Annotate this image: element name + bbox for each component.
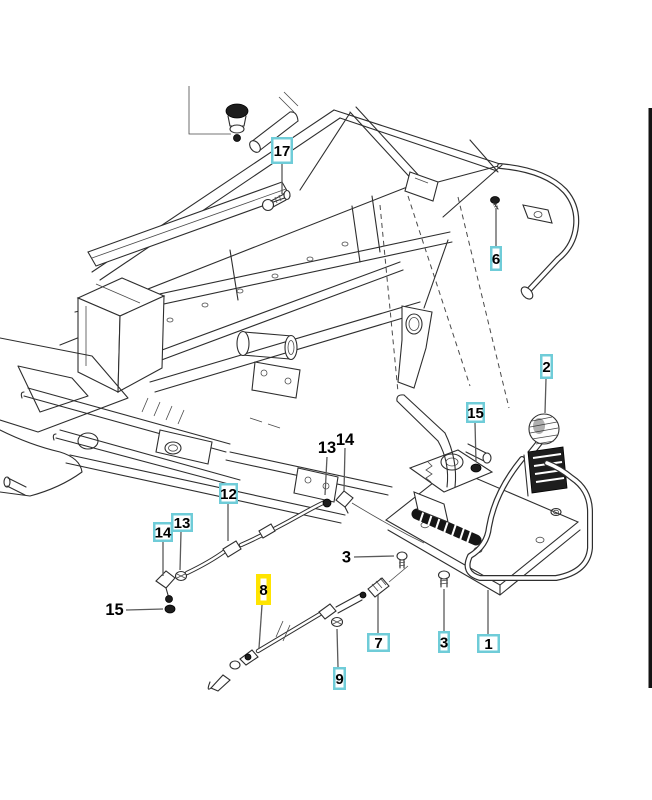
- cable-8-clevis: [318, 603, 337, 620]
- top-parts-drawing: [188, 86, 299, 212]
- spring-part: [411, 508, 482, 546]
- screw-3-left: [396, 551, 408, 569]
- handlebar-drawing: [442, 163, 580, 300]
- callout-box-9[interactable]: [333, 667, 346, 690]
- callout-box-7[interactable]: [367, 633, 390, 652]
- callout-label-6[interactable]: 6: [492, 251, 500, 268]
- callout-label-2[interactable]: 2: [542, 359, 550, 376]
- leader-2: [544, 378, 547, 414]
- bolt-17-part: [261, 189, 291, 212]
- callout-box-14-left[interactable]: [153, 522, 173, 542]
- cable-12-drawing: [155, 490, 425, 614]
- break-marks: [275, 620, 291, 642]
- leader-9: [336, 628, 339, 668]
- leader-13-left: [179, 531, 182, 571]
- knob-part: [527, 413, 560, 455]
- mounting-plate: [385, 467, 580, 586]
- leader-15-right: [474, 422, 477, 463]
- callout-label-13-top: 13: [318, 439, 336, 457]
- nut-15-right: [470, 463, 482, 473]
- callout-label-15-right[interactable]: 15: [467, 405, 484, 422]
- pedal-assembly-drawing: [385, 394, 593, 596]
- elbow-14-left: [155, 570, 176, 603]
- bolt-3-bottom: [437, 570, 451, 588]
- callout-label-15-left: 15: [105, 601, 123, 619]
- callout-label-7[interactable]: 7: [374, 635, 382, 652]
- callout-label-8[interactable]: 8: [259, 582, 267, 599]
- alignment-dashed-lines: [379, 195, 510, 409]
- callout-label-14-top: 14: [336, 431, 355, 449]
- callout-label-17[interactable]: 17: [274, 143, 291, 160]
- callout-box-2[interactable]: [540, 354, 553, 379]
- leader-13-top: [324, 456, 328, 496]
- cap-leader-line: [188, 86, 231, 135]
- callout-box-8[interactable]: [256, 574, 271, 605]
- callout-label-13-left[interactable]: 13: [174, 515, 191, 532]
- callout-box-15-right[interactable]: [466, 402, 485, 423]
- callout-box-17[interactable]: [271, 137, 293, 164]
- pedal-mechanism: [408, 443, 494, 523]
- pin-part: [250, 111, 299, 152]
- callout-label-12[interactable]: 12: [220, 486, 237, 503]
- chassis-drawing: [0, 106, 503, 524]
- callout-label-3-left: 3: [342, 549, 351, 567]
- cable-8-hook: [210, 674, 231, 692]
- leader-14-top: [343, 447, 346, 492]
- cable-8-drawing: [207, 565, 409, 692]
- callout-box-12[interactable]: [219, 483, 238, 504]
- handlebar-tab: [522, 204, 553, 224]
- nut-9-part: [330, 616, 344, 628]
- callout-label-3-bottom[interactable]: 3: [440, 635, 448, 652]
- callout-label-9[interactable]: 9: [335, 671, 343, 688]
- right-border-bar: [648, 108, 652, 688]
- callout-label-14-left[interactable]: 14: [155, 525, 172, 542]
- cable-12-fitting: [222, 540, 242, 558]
- leader-8: [258, 604, 263, 649]
- elbow-14-top: [335, 490, 354, 514]
- cap-part: [225, 103, 249, 119]
- adjuster-7-part: [367, 565, 409, 598]
- callout-box-6[interactable]: [490, 246, 502, 271]
- pedal-arm: [396, 394, 457, 488]
- callout-box-1[interactable]: [477, 634, 500, 653]
- callout-box-3-bottom[interactable]: [438, 631, 450, 653]
- nut-15-left: [164, 604, 176, 614]
- ball-13-top: [322, 498, 332, 508]
- leader-15-left: [125, 608, 164, 611]
- callout-label-1[interactable]: 1: [484, 636, 492, 653]
- screw-6-part: [490, 196, 500, 210]
- leader-3-left: [353, 555, 395, 558]
